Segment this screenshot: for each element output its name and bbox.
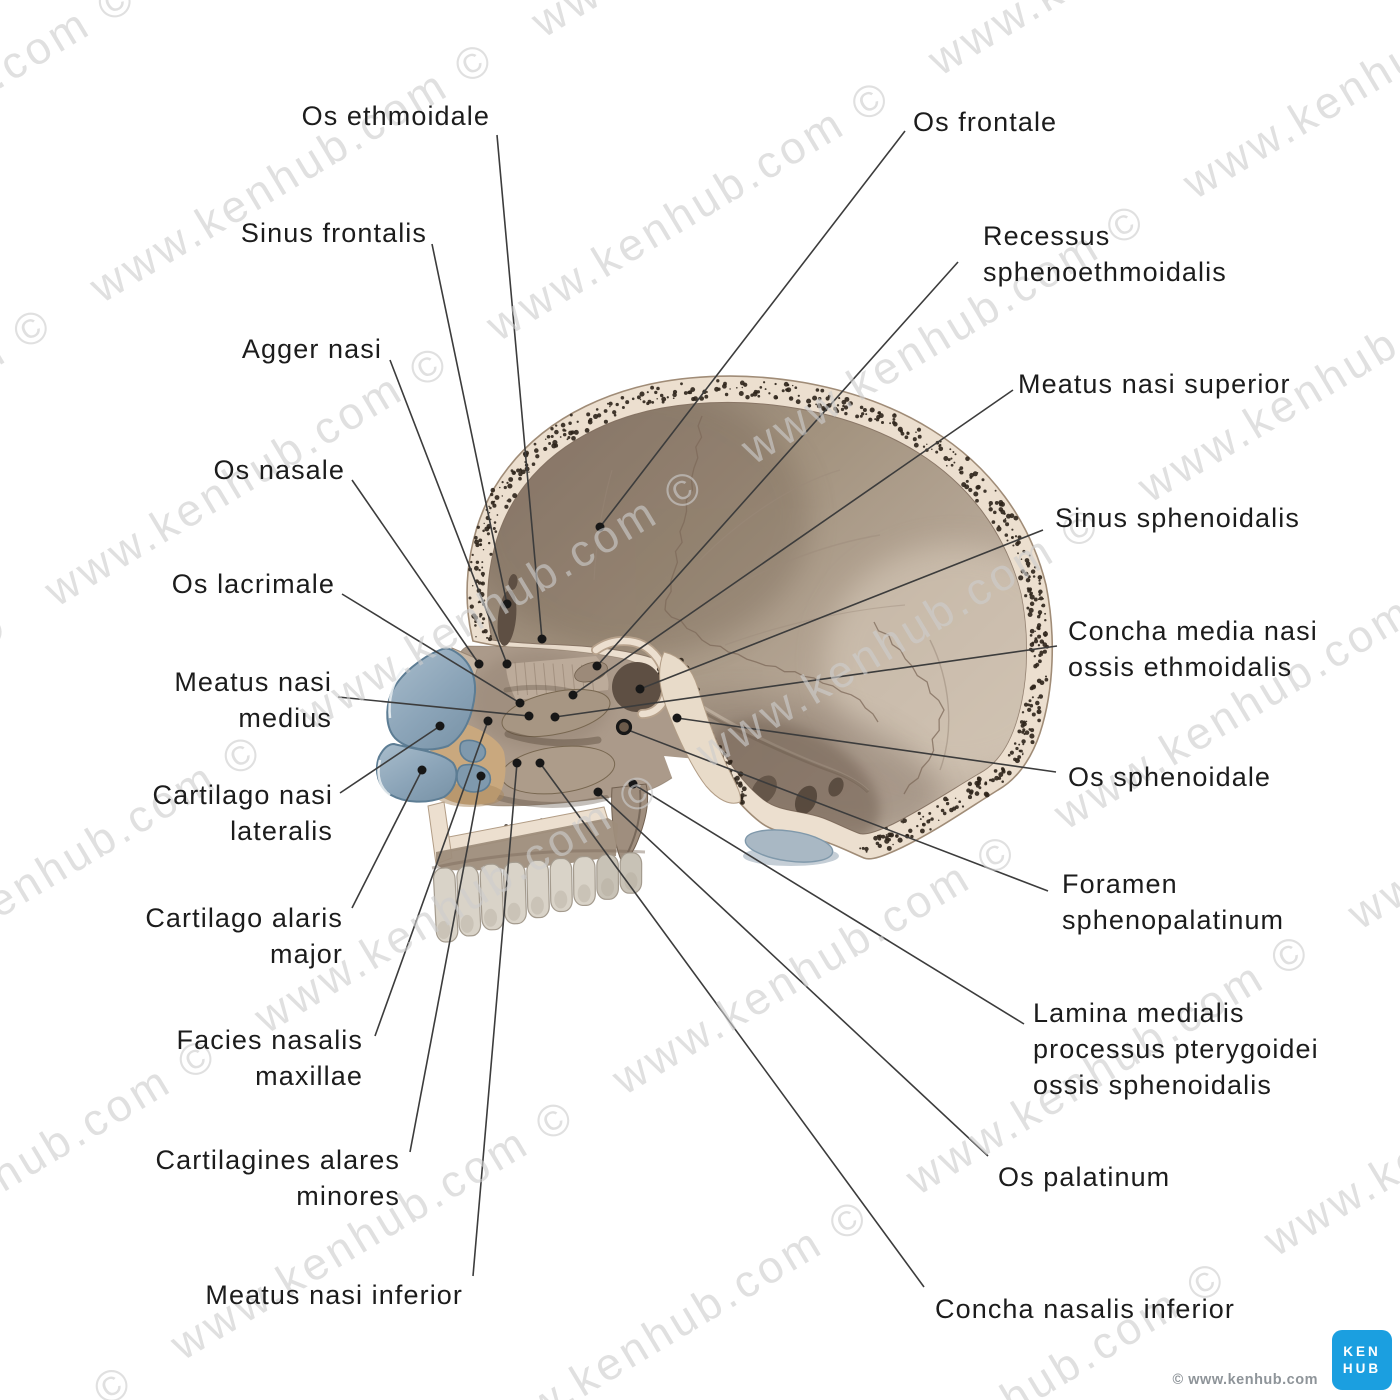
label-meatus-nasi-superior: Meatus nasi superior: [1018, 369, 1291, 399]
leader-sinus-frontalis: [431, 243, 508, 605]
facial-skeleton: [375, 636, 839, 943]
minor-alar-cartilage-1: [459, 739, 487, 763]
label-sinus-frontalis: Sinus frontalis: [240, 218, 427, 248]
major-alar-cartilage: [375, 742, 458, 803]
foramen-sphenopalatinum-ring: [615, 718, 633, 736]
label-lamina-medialis-processus-pterygoidei-ossis-sphenoidalis: Lamina medialis processus pterygoidei os…: [1033, 998, 1319, 1100]
label-os-lacrimale: Os lacrimale: [171, 569, 335, 599]
leader-os-nasale: [351, 479, 480, 665]
label-os-nasale: Os nasale: [213, 455, 345, 485]
leader-lines: [337, 130, 1058, 1288]
label-cartilagines-alares-minores: Cartilagines alares minores: [155, 1145, 400, 1211]
label-concha-media-nasi-ossis-ethmoidalis: Concha media nasi ossis ethmoidalis: [1068, 616, 1318, 682]
leader-os-palatinum: [597, 791, 989, 1157]
leader-concha-media: [554, 645, 1058, 718]
minor-alar-cartilage-2: [456, 763, 492, 793]
leader-meatus-nasi-superior: [572, 389, 1014, 696]
copyright-text: © www.kenhub.com: [1172, 1372, 1318, 1388]
leader-dots: [417, 522, 682, 797]
leader-meatus-nasi-medius: [337, 696, 530, 717]
occipital-condyle: [744, 829, 834, 863]
label-os-sphenoidale: Os sphenoidale: [1068, 762, 1272, 792]
leader-recessus-sphenoethmoidalis: [596, 261, 959, 667]
label-concha-nasalis-inferior: Concha nasalis inferior: [935, 1294, 1235, 1324]
kenhub-logo-text-line2: HUB: [1342, 1361, 1382, 1376]
label-cartilago-nasi-lateralis: Cartilago nasi lateralis: [152, 780, 333, 846]
leader-foramen-sphenopalatinum: [627, 729, 1049, 892]
label-os-frontale: Os frontale: [913, 107, 1058, 137]
leader-os-ethmoidale: [496, 134, 543, 640]
label-foramen-sphenopalatinum: Foramen sphenopalatinum: [1062, 869, 1285, 935]
alveolar-maxilla: [436, 818, 618, 871]
leader-cartilagines-alares-minores: [409, 775, 482, 1153]
frontal-sinus-cavity: [497, 590, 517, 646]
leader-os-lacrimale: [341, 593, 521, 704]
label-facies-nasalis-maxillae: Facies nasalis maxillae: [176, 1025, 363, 1091]
leader-lamina-medialis: [632, 783, 1025, 1025]
upper-teeth-row: [432, 852, 643, 943]
label-meatus-nasi-inferior: Meatus nasi inferior: [205, 1280, 463, 1310]
label-sinus-sphenoidalis: Sinus sphenoidalis: [1055, 503, 1300, 533]
suture-lines: [664, 415, 945, 795]
kenhub-logo[interactable]: KEN HUB: [1332, 1330, 1392, 1390]
leader-os-sphenoidale: [676, 717, 1057, 773]
label-agger-nasi: Agger nasi: [241, 334, 382, 364]
leader-sinus-sphenoidalis: [639, 529, 1044, 690]
label-os-ethmoidale: Os ethmoidale: [301, 101, 490, 131]
lateral-nasal-cartilage: [386, 647, 477, 751]
kenhub-logo-text-line1: KEN: [1343, 1344, 1381, 1359]
leader-facies-nasalis-maxillae: [374, 720, 489, 1037]
label-recessus-sphenoethmoidalis: Recessus sphenoethmoidalis: [983, 221, 1227, 287]
label-meatus-nasi-medius: Meatus nasi medius: [174, 667, 332, 733]
leader-concha-nasalis-inferior: [539, 762, 925, 1288]
leader-agger-nasi: [389, 359, 508, 665]
leader-meatus-nasi-inferior: [472, 762, 518, 1277]
label-cartilago-alaris-major: Cartilago alaris major: [145, 903, 343, 969]
leader-os-frontale: [599, 130, 906, 528]
leader-cartilago-alaris-major: [351, 769, 423, 909]
leader-cartilago-nasi-lateralis: [339, 725, 441, 794]
label-os-palatinum: Os palatinum: [998, 1162, 1171, 1192]
